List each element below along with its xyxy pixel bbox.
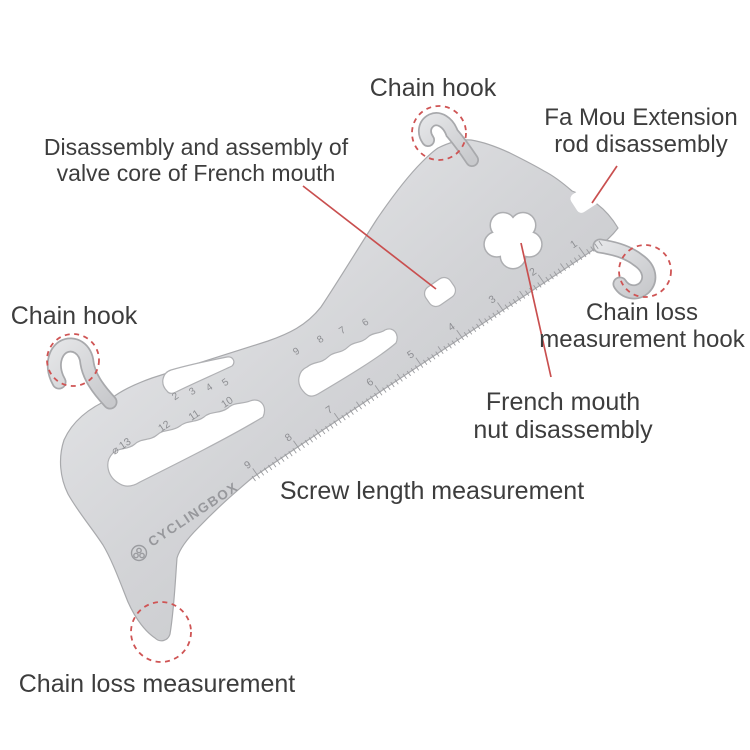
- pointer-line-valve-core: [302, 185, 437, 290]
- svg-text:9: 9: [291, 346, 302, 358]
- spoke-slot-small: [162, 356, 235, 394]
- label-screw-length: Screw length measurement: [280, 477, 584, 505]
- label-fa-mou-line1: Fa Mou Extension: [544, 104, 738, 131]
- label-chain-loss-hook-line1: Chain loss: [585, 299, 699, 326]
- svg-text:3: 3: [487, 293, 499, 306]
- small-slot-numbers: 2 3 4 5: [170, 377, 231, 403]
- svg-text:2: 2: [170, 391, 181, 403]
- highlight-circle-right-hook: [618, 244, 672, 298]
- svg-text:7: 7: [324, 403, 336, 416]
- label-chain-hook-top: Chain hook: [370, 74, 496, 102]
- highlight-circle-bottom-prong: [130, 601, 192, 663]
- svg-text:8: 8: [283, 431, 295, 444]
- svg-text:3: 3: [187, 386, 198, 398]
- svg-text:9: 9: [242, 459, 254, 472]
- svg-text:1: 1: [568, 238, 580, 251]
- chain-loss-measurement-hook: [600, 246, 649, 292]
- brand-logo-icon: [130, 544, 148, 562]
- label-valve-core-line2: valve core of French mouth: [56, 159, 336, 186]
- label-chain-hook-left-text: Chain hook: [10, 302, 138, 330]
- svg-text:12: 12: [156, 418, 173, 435]
- highlight-circle-top-hook: [411, 105, 467, 161]
- label-fa-mou-line2: rod disassembly: [554, 130, 728, 158]
- highlight-circle-left-hook: [46, 333, 100, 387]
- label-french-nut-line1: French mouth: [485, 388, 641, 416]
- label-valve-core-line1: Disassembly and assembly of: [43, 134, 349, 160]
- label-chain-hook-left: Chain hook: [11, 302, 137, 330]
- pointer-line-extension-rod: [591, 165, 618, 204]
- label-french-nut-line2: nut disassembly: [473, 416, 653, 444]
- svg-text:10: 10: [219, 394, 236, 411]
- svg-text:6: 6: [364, 376, 376, 389]
- label-valve-core: Disassembly and assembly of valve core o…: [43, 134, 349, 187]
- label-chain-loss-bottom: Chain loss measurement: [19, 670, 296, 698]
- label-chain-loss-hook: Chain loss measurement hook: [539, 299, 745, 354]
- mid-slot-numbers: 9 8 7 6: [291, 317, 371, 358]
- label-chain-loss-bottom-text: Chain loss measurement: [18, 670, 296, 698]
- pointer-line-french-nut: [520, 242, 552, 378]
- svg-text:6: 6: [360, 317, 371, 329]
- label-fa-mou: Fa Mou Extension rod disassembly: [544, 104, 738, 159]
- extension-rod-notch: [570, 185, 599, 213]
- label-screw-length-text: Screw length measurement: [279, 477, 585, 505]
- svg-text:5: 5: [220, 377, 231, 389]
- left-chain-hook: [54, 345, 110, 402]
- svg-text:8: 8: [315, 334, 326, 346]
- label-french-nut: French mouth nut disassembly: [473, 388, 652, 444]
- ruler-numbers: 1 2 3 4 5 6 7 8 9: [242, 238, 580, 472]
- label-chain-loss-hook-line2: measurement hook: [539, 325, 745, 353]
- svg-text:4: 4: [204, 382, 215, 394]
- svg-text:5: 5: [405, 348, 417, 361]
- svg-text:4: 4: [446, 321, 458, 334]
- svg-text:2: 2: [527, 265, 539, 278]
- valve-core-hole: [423, 276, 457, 308]
- ruler-scale: [251, 240, 603, 482]
- spoke-slot-mid: [298, 328, 398, 397]
- wrench-slot-large: [107, 399, 266, 487]
- tool-body: [59, 139, 619, 642]
- svg-text:7: 7: [337, 325, 348, 337]
- label-chain-hook-top-text: Chain hook: [369, 74, 497, 102]
